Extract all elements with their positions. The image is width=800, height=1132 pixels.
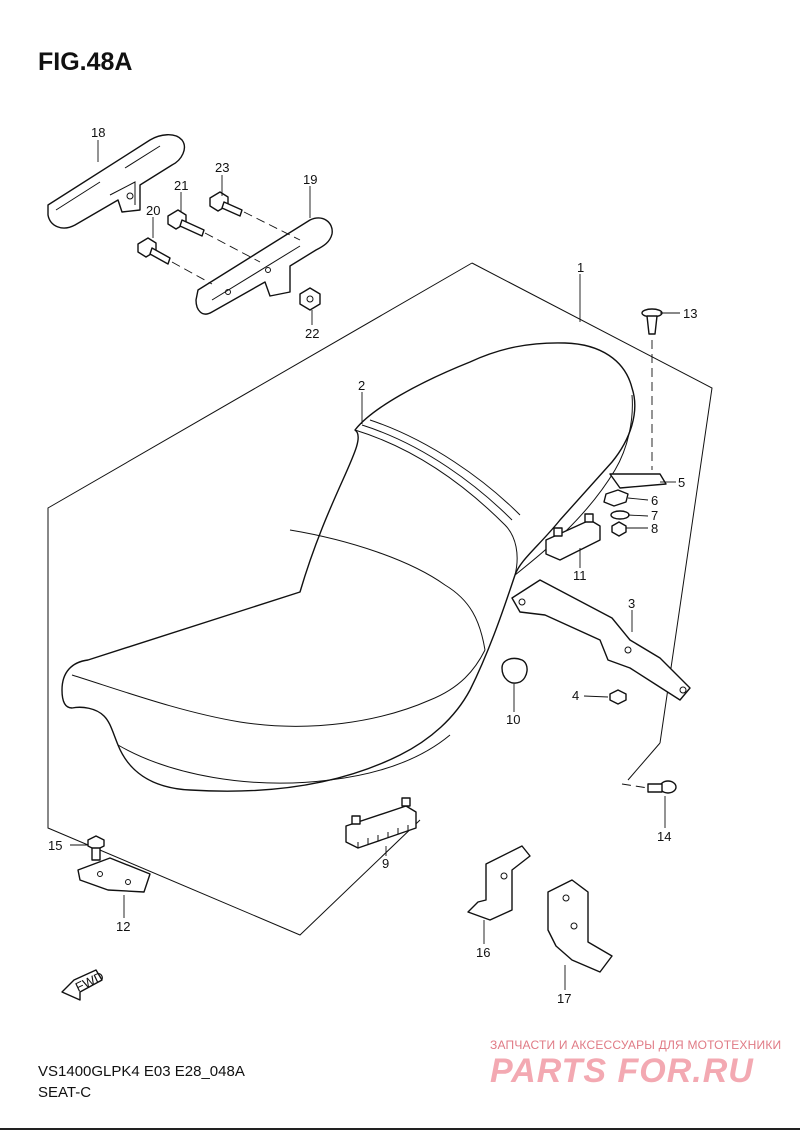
callout-23: 23 [215,160,229,175]
callout-2: 2 [358,378,365,393]
callout-7: 7 [651,508,658,523]
callout-3: 3 [628,596,635,611]
damper-9 [345,797,417,849]
bracket-16 [467,845,531,921]
assembly-frame [471,262,713,744]
watermark-logo: PARTS FOR.RU [490,1052,754,1090]
nut-8 [611,521,627,537]
plate-12 [77,857,151,893]
bolt-15 [87,835,105,861]
assembly-frame-bottom [47,712,421,936]
callout-1: 1 [577,260,584,275]
bolt-23 [209,191,243,217]
bolt-20 [137,237,171,265]
screw-14 [647,780,677,794]
damper-11 [545,513,601,561]
section-name: SEAT-C [38,1084,92,1101]
model-code: VS1400GLPK4 E03 E28_048A [38,1063,245,1080]
assembly-frame-left [47,262,473,712]
callout-21: 21 [174,178,188,193]
bolt-21 [167,209,205,237]
callout-13: 13 [683,306,697,321]
figure-title: FIG.48A [38,48,133,76]
callout-6: 6 [651,493,658,508]
callout-5: 5 [678,475,685,490]
callout-9: 9 [382,856,389,871]
callout-4: 4 [572,688,579,703]
clip-5 [609,473,667,489]
callout-10: 10 [506,712,520,727]
callout-20: 20 [146,203,160,218]
callout-14: 14 [657,829,671,844]
washer-7 [610,510,630,520]
assembly-frame-bottom-right [627,742,661,781]
fwd-label: FWD [73,969,106,995]
nut-22 [299,287,321,311]
bracket-17 [547,879,613,973]
watermark-text: ЗАПЧАСТИ И АКСЕССУАРЫ ДЛЯ МОТОТЕХНИКИ [490,1038,782,1052]
callout-12: 12 [116,919,130,934]
grommet-6 [603,489,629,507]
bracket-19 [195,217,333,315]
callout-17: 17 [557,991,571,1006]
callout-19: 19 [303,172,317,187]
grab-rail-18 [47,134,186,229]
fwd-arrow: FWD [61,969,106,1001]
seat-assembly [61,342,636,792]
bottom-border [0,1128,800,1130]
callout-15: 15 [48,838,62,853]
screw-13 [641,308,663,335]
nut-4 [609,689,627,705]
callout-8: 8 [651,521,658,536]
callout-11: 11 [573,568,587,583]
callout-16: 16 [476,945,490,960]
callout-22: 22 [305,326,319,341]
bracket-3 [511,579,691,701]
callout-18: 18 [91,125,105,140]
cap-10 [501,657,528,684]
